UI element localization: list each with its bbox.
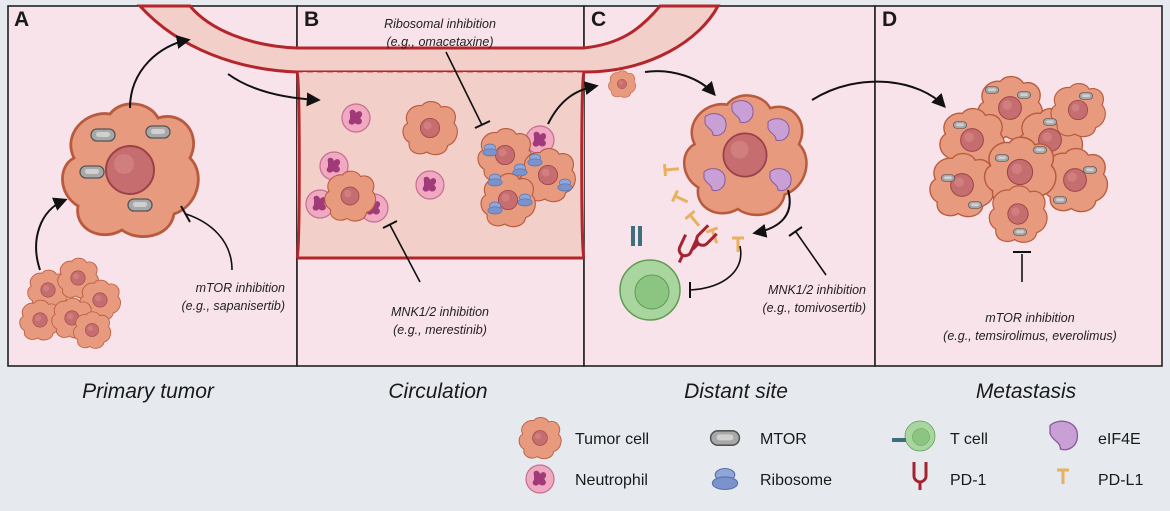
mtor-d-line1: mTOR inhibition (985, 311, 1074, 325)
mtor-a-line1: mTOR inhibition (196, 281, 285, 295)
arrow-icon (811, 80, 946, 109)
mtor-icon (709, 430, 741, 446)
inhibition-icon (689, 245, 742, 298)
panel-letter-a: A (14, 8, 29, 31)
neutrophil-icon (341, 103, 371, 133)
t-cell-icon (892, 420, 936, 452)
pdl1-icon (1055, 468, 1071, 486)
caption-distant-site: Distant site (684, 380, 788, 403)
panel-letter-d: D (882, 8, 897, 31)
pd1-icon (912, 460, 928, 492)
ribosomal-line2: (e.g., omacetaxine) (387, 35, 494, 49)
inhibition-icon (180, 205, 233, 271)
legend-ribosome: Ribosome (760, 472, 832, 489)
mnk-b-line1: MNK1/2 inhibition (391, 305, 489, 319)
mnk-c-line2: (e.g., tomivosertib) (762, 301, 866, 315)
legend-t-cell: T cell (950, 431, 988, 448)
legend-pdl1: PD-L1 (1098, 472, 1143, 489)
arrow-icon (547, 81, 599, 125)
caption-metastasis: Metastasis (976, 380, 1077, 403)
arrow-icon (752, 189, 791, 238)
mnk-c-line1: MNK1/2 inhibition (768, 283, 866, 297)
legend: Tumor cell Neutrophil MTOR Ribosome T ce… (518, 417, 1143, 494)
legend-eif4e: eIF4E (1098, 431, 1141, 448)
panel-d: D mTOR inhibition (882, 8, 1117, 343)
ribosome-icon (711, 467, 739, 491)
panel-letter-c: C (591, 8, 606, 31)
mtor-a-line2: (e.g., sapanisertib) (181, 299, 285, 313)
neutrophil-icon (415, 170, 445, 200)
legend-neutrophil: Neutrophil (575, 472, 648, 489)
arrow-icon (35, 197, 68, 271)
caption-primary-tumor: Primary tumor (82, 380, 215, 403)
arrow-icon (129, 35, 191, 109)
neutrophil-icon (525, 464, 555, 494)
inhibition-icon (1013, 251, 1031, 282)
panel-a: A mTOR inhibition (e.g., sapanisertib) (14, 8, 285, 349)
t-cell-with-pd1 (619, 223, 719, 321)
inhibition-icon (788, 226, 827, 276)
inhibition-icon (382, 220, 421, 283)
legend-mtor: MTOR (760, 431, 807, 448)
ribosomal-line1: Ribosomal inhibition (384, 17, 496, 31)
mtor-d-line2: (e.g., temsirolimus, everolimus) (943, 329, 1117, 343)
panel-letter-b: B (304, 8, 319, 31)
panel-c: C (591, 8, 946, 321)
caption-circulation: Circulation (388, 380, 487, 403)
legend-tumor-cell: Tumor cell (575, 431, 649, 448)
arrow-icon (644, 70, 716, 97)
inhibition-icon (445, 51, 491, 129)
tumor-cell-icon (518, 417, 562, 460)
panel-b: B Ribosomal inhibition (e.g., omacetaxin… (227, 8, 599, 337)
mnk-b-line2: (e.g., merestinib) (393, 323, 487, 337)
eif4e-icon (1049, 420, 1079, 451)
legend-pd1: PD-1 (950, 472, 987, 489)
arrow-icon (227, 73, 321, 107)
